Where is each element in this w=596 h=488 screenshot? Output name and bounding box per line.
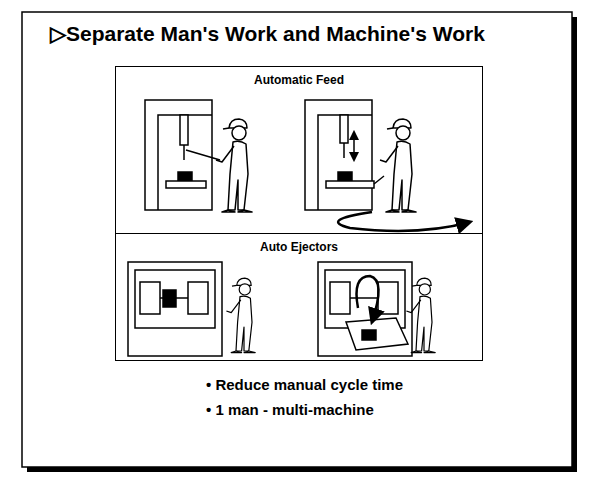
panel-band: Automatic Feed [115, 66, 483, 234]
operator-figure [380, 119, 416, 212]
molding-machine [318, 262, 412, 356]
band-heading: Auto Ejectors [116, 234, 482, 254]
operator-figure [226, 278, 255, 352]
walk-arrow [338, 212, 470, 231]
molding-machine [128, 262, 222, 356]
press-machine [145, 100, 220, 210]
eject-arrow [357, 276, 379, 322]
outer-frame [22, 12, 572, 467]
panel-band: Auto Ejectors [115, 233, 483, 361]
bullet-point: • Reduce manual cycle time [206, 376, 403, 393]
slide-title: ▷Separate Man's Work and Machine's Work [50, 22, 485, 46]
band-heading: Automatic Feed [116, 67, 482, 87]
operator-figure [406, 278, 435, 352]
bullet-point: • 1 man - multi-machine [206, 401, 374, 418]
press-machine [305, 100, 384, 210]
operator-figure [216, 119, 252, 212]
